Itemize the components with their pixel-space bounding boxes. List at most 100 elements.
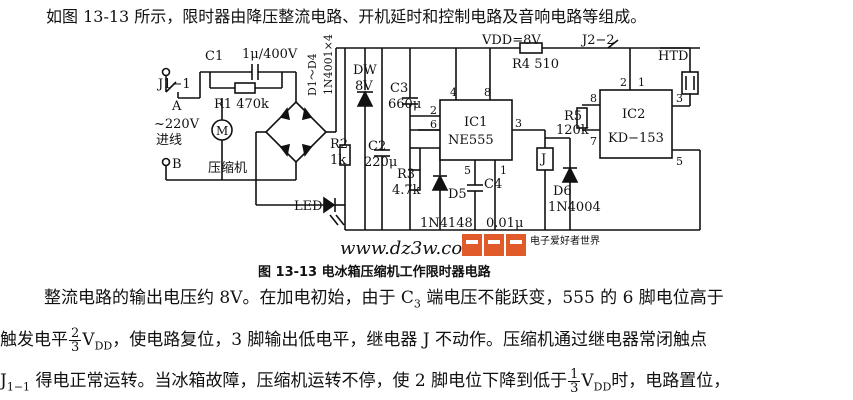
intro-text: 如图 13-13 所示，限时器由降压整流电路、开机延时和控制电路及音响电路等组成…: [46, 7, 647, 26]
switch-j22: [607, 39, 619, 49]
diode-d6: [561, 138, 579, 230]
para2-sub: DD: [94, 339, 113, 353]
r5-resistor: [576, 107, 588, 129]
label-bridge-value: 1N4001×4: [322, 34, 335, 95]
label-r1: R1 470k: [214, 97, 269, 112]
c4-capacitor: [467, 184, 483, 230]
label-r5-value: 120k: [556, 123, 589, 138]
c2-capacitor: [374, 48, 390, 230]
bridge-rectifier: [255, 48, 337, 205]
label-bridge: D1～D4: [306, 53, 319, 96]
label-a: A: [171, 99, 182, 114]
paragraph-1: 整流电路的输出电压约 8V。在加电初始，由于 C3 端电压不能跃变，555 的 …: [44, 288, 724, 314]
label-c1: C1: [205, 49, 223, 64]
c3-capacitor: [402, 48, 440, 230]
label-c3-value: 660μ: [388, 97, 421, 112]
label-pin6: 6: [430, 118, 437, 131]
label-pin3: 3: [515, 117, 522, 130]
label-ic2-pin7: 7: [590, 135, 597, 148]
label-r2: R2: [330, 137, 348, 152]
fraction-den-2: 3: [570, 381, 579, 396]
para1-text-b: 端电压不能跃变，555 的 6 脚电位高于: [420, 288, 724, 308]
label-c4: C4: [484, 177, 502, 192]
label-dw: DW: [353, 63, 377, 78]
label-kd153: KD−153: [608, 131, 664, 146]
label-b: B: [172, 157, 182, 172]
label-htd: HTD: [658, 49, 688, 64]
r1-resistor: [209, 72, 283, 94]
para3-text-d: 时，电路置位，: [611, 371, 731, 391]
para3-text-c: V: [581, 371, 594, 391]
label-pin4: 4: [450, 86, 457, 99]
para2-text-c: ，使电路复位，3 脚输出低电平，继电器 J 不动作。压缩机通过继电器常闭触点: [112, 330, 708, 350]
para2-text-b: V: [82, 330, 95, 350]
zener-dw: [356, 48, 374, 230]
label-ic2-pin1: 1: [638, 76, 645, 89]
label-c2-value: 220μ: [364, 155, 397, 170]
logo-mark: 电子爱好者世界: [462, 234, 600, 256]
label-d6: D6: [553, 184, 572, 199]
buzzer-htd: [660, 47, 699, 106]
r3-resistor: [409, 147, 421, 191]
label-pin8: 8: [484, 86, 491, 99]
label-relay: J: [539, 152, 546, 167]
para3-sub-2: DD: [593, 380, 612, 394]
para2-text-a: 触发电平: [0, 330, 68, 350]
c1-capacitor: [199, 64, 296, 98]
ic1-ne555: [410, 48, 545, 230]
label-r4: R4 510: [512, 57, 559, 72]
logo-text: 电子爱好者世界: [530, 234, 600, 247]
para3-text-a: J: [0, 371, 7, 391]
motor: [211, 98, 233, 180]
ac-input: [161, 67, 296, 181]
label-led: LED: [294, 199, 323, 214]
label-ic2-pin3: 3: [676, 92, 683, 105]
figure-caption: 图 13-13 电冰箱压缩机工作限时器电路: [258, 264, 492, 280]
label-vdd: VDD=8V: [481, 33, 541, 48]
label-ic1: IC1: [464, 115, 487, 130]
label-ac: ~220V: [154, 117, 200, 132]
label-r3: R3: [397, 167, 415, 182]
led: [256, 196, 345, 226]
label-motor: M: [216, 124, 228, 138]
label-jinxian: 进线: [156, 133, 182, 148]
label-r3-value: 4.7k: [392, 183, 421, 198]
label-r2-value: 1k: [330, 153, 346, 168]
para3-text-b: 得电正常运转。当冰箱故障，压缩机运转不停，使 2 脚电位下降到低于: [30, 371, 568, 391]
label-ic2: IC2: [622, 107, 645, 122]
label-dw-value: 8V: [355, 79, 373, 94]
label-ic2-pin8: 8: [590, 92, 597, 105]
r4-resistor: [519, 42, 543, 54]
label-pin2: 2: [430, 104, 437, 117]
label-pin5: 5: [464, 164, 471, 177]
label-c1-value: 1μ/400V: [242, 47, 298, 62]
r2-resistor: [339, 48, 351, 205]
label-r5: R5: [564, 109, 582, 124]
para1-text-a: 整流电路的输出电压约 8V。在加电初始，由于 C: [44, 288, 414, 308]
label-compressor: 压缩机: [208, 160, 247, 176]
label-d6-value: 1N4004: [548, 200, 601, 215]
label-c4-value: 0.01μ: [486, 216, 523, 231]
label-j22: J2−2: [580, 33, 615, 48]
label-ic2-pin5: 5: [676, 155, 683, 168]
label-d5: D5: [448, 187, 467, 202]
fraction-num-2: 1: [568, 367, 581, 382]
watermark-text: www.dz3w.com: [340, 238, 479, 259]
fraction-num: 2: [69, 326, 82, 341]
label-pin1: 1: [500, 164, 507, 177]
para3-sub: 1−1: [6, 380, 31, 394]
fraction-den: 3: [71, 340, 80, 355]
relay-j: [536, 130, 570, 230]
ic2-kd153: [582, 48, 701, 230]
circuit-diagram: C1 1μ/400V J1−1 A ~220V 进线 B R1 470k M 压…: [154, 33, 701, 280]
label-d5-value: 1N4148: [420, 216, 473, 231]
label-c2: C2: [368, 139, 386, 154]
label-j11: J1−1: [156, 77, 191, 92]
label-ne555: NE555: [448, 133, 494, 148]
label-c3: C3: [390, 81, 408, 96]
para1-sub: 3: [413, 297, 421, 311]
